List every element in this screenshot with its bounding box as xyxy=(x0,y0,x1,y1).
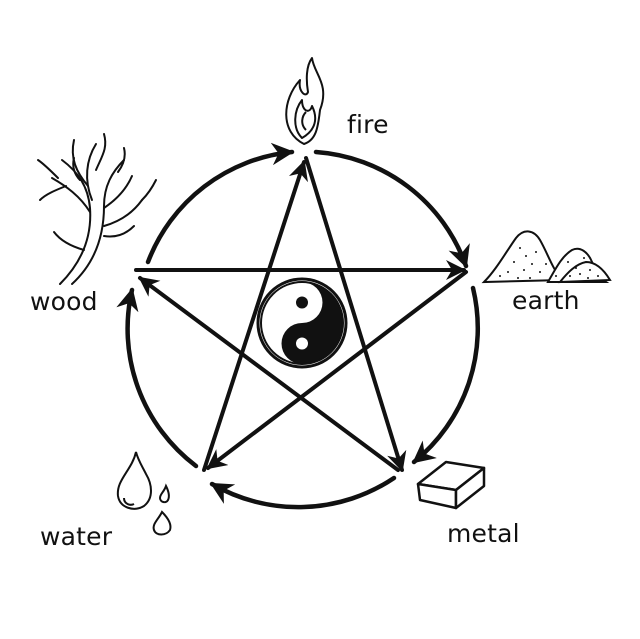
arc-earth-to-metal xyxy=(411,285,481,465)
arc-water-to-wood xyxy=(116,287,199,469)
label-fire: fire xyxy=(347,110,389,139)
generating-cycle xyxy=(116,142,481,510)
label-wood: wood xyxy=(30,287,98,316)
arc-fire-to-earth xyxy=(313,149,470,269)
label-water: water xyxy=(40,522,113,551)
star-earth-to-water xyxy=(206,270,468,470)
arc-metal-to-water xyxy=(209,475,397,510)
mountains-icon xyxy=(481,230,612,284)
tree-icon xyxy=(37,133,157,285)
label-metal: metal xyxy=(447,519,520,548)
metal-ingot-icon xyxy=(416,460,486,510)
star-fire-to-metal xyxy=(304,156,407,472)
label-earth: earth xyxy=(512,286,580,315)
water-drops-icon xyxy=(116,451,172,536)
fire-icon xyxy=(285,57,325,145)
arc-wood-to-fire xyxy=(145,142,295,265)
overcoming-star xyxy=(134,156,468,472)
yin-yang-icon xyxy=(256,277,348,369)
star-metal-to-wood xyxy=(138,276,400,472)
star-water-to-fire xyxy=(202,160,308,472)
